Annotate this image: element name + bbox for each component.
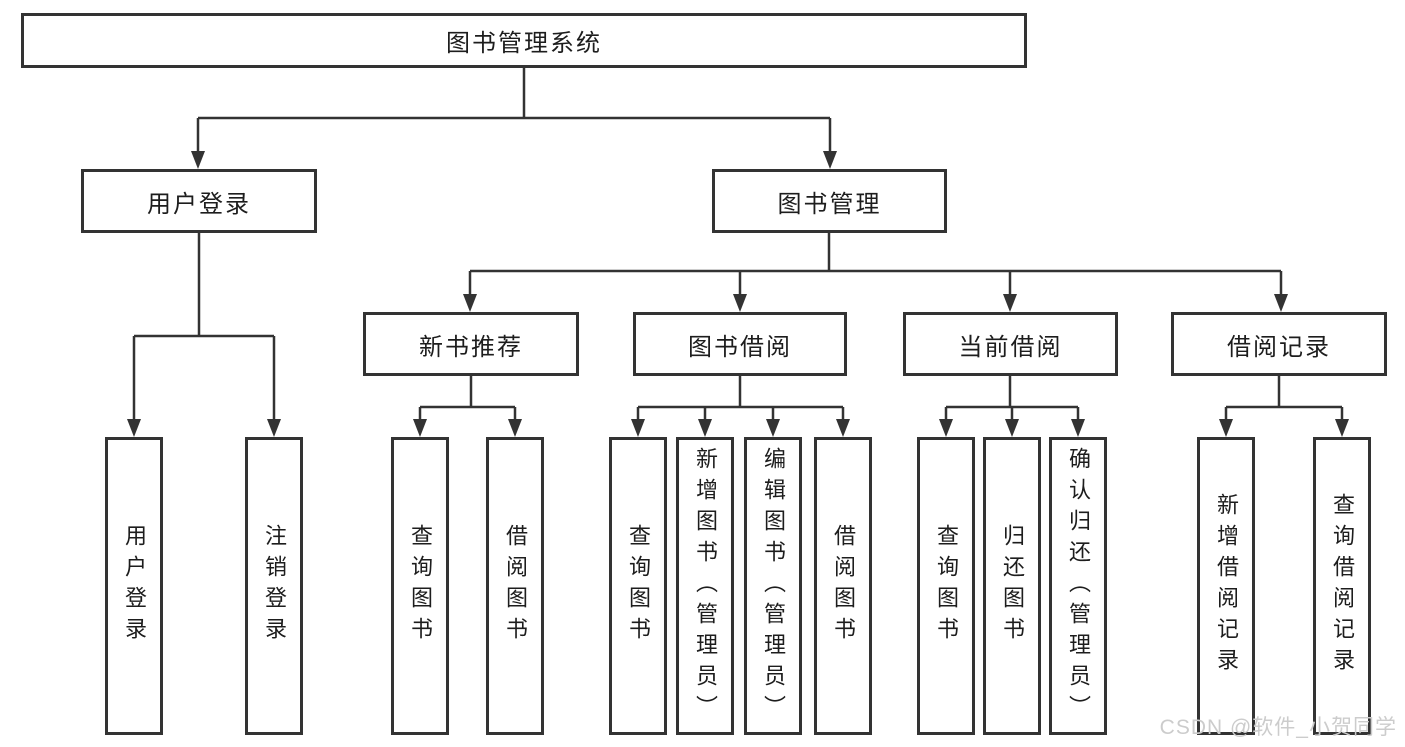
leaf-current-return-book: 归还图书: [983, 437, 1041, 735]
leaf-current-confirm-return-admin-label: 确认归还（管理员）: [1066, 446, 1091, 726]
leaf-logout-login-label: 注销登录: [262, 524, 287, 648]
node-library-system: 图书管理系统: [21, 13, 1027, 68]
leaf-borrow-add-book-admin-label: 新增图书（管理员）: [693, 446, 718, 726]
leaf-records-query-record-label: 查询借阅记录: [1330, 493, 1355, 679]
leaf-logout-login: 注销登录: [245, 437, 303, 735]
leaf-current-query-book-label: 查询图书: [934, 524, 959, 648]
leaf-borrow-edit-book-admin-label: 编辑图书（管理员）: [761, 446, 786, 726]
leaf-recommend-borrow-book: 借阅图书: [486, 437, 544, 735]
leaf-borrow-borrow-book-label: 借阅图书: [831, 524, 856, 648]
leaf-recommend-query-book-label: 查询图书: [408, 524, 433, 648]
watermark: CSDN @软件_小贺同学: [1159, 716, 1397, 739]
leaf-borrow-add-book-admin: 新增图书（管理员）: [676, 437, 734, 735]
leaf-records-query-record: 查询借阅记录: [1313, 437, 1371, 735]
leaf-borrow-query-book: 查询图书: [609, 437, 667, 735]
leaf-current-query-book: 查询图书: [917, 437, 975, 735]
leaf-user-login: 用户登录: [105, 437, 163, 735]
leaf-user-login-label: 用户登录: [122, 524, 147, 648]
node-new-book-recommend: 新书推荐: [363, 312, 579, 376]
node-book-management: 图书管理: [712, 169, 947, 233]
leaf-borrow-edit-book-admin: 编辑图书（管理员）: [744, 437, 802, 735]
leaf-borrow-borrow-book: 借阅图书: [814, 437, 872, 735]
leaf-borrow-query-book-label: 查询图书: [626, 524, 651, 648]
leaf-current-confirm-return-admin: 确认归还（管理员）: [1049, 437, 1107, 735]
leaf-recommend-query-book: 查询图书: [391, 437, 449, 735]
node-current-borrow: 当前借阅: [903, 312, 1118, 376]
leaf-current-return-book-label: 归还图书: [1000, 524, 1025, 648]
leaf-recommend-borrow-book-label: 借阅图书: [503, 524, 528, 648]
node-user-login: 用户登录: [81, 169, 317, 233]
leaf-records-add-record: 新增借阅记录: [1197, 437, 1255, 735]
leaf-records-add-record-label: 新增借阅记录: [1214, 493, 1239, 679]
node-book-borrow: 图书借阅: [633, 312, 847, 376]
node-borrow-records: 借阅记录: [1171, 312, 1387, 376]
